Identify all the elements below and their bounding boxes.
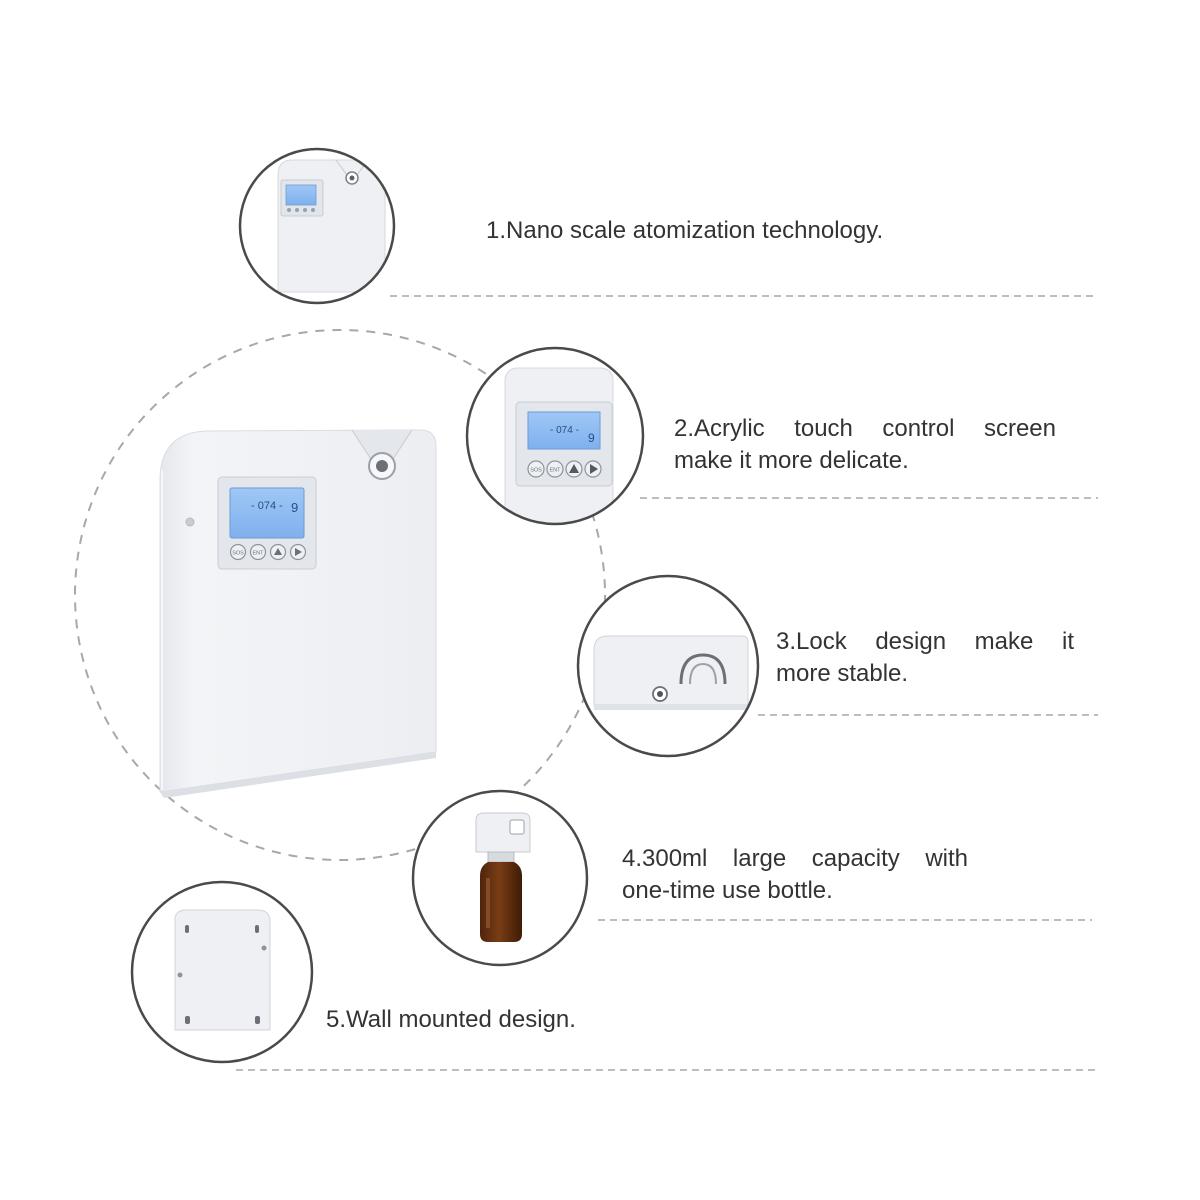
lock-handle-icon [679,653,727,685]
feature-1-line-1: 1.Nano scale atomization technology. [486,217,884,244]
feature-3-line-2: more stable. [776,660,909,687]
sos-label: SOS [232,551,244,557]
lcd-screen [229,487,305,539]
up-triangle-icon [274,548,282,555]
feature-1-thumbnail [238,147,396,305]
separator-lines [236,295,1098,1071]
diffuser-product-main: - 074 - 9 SOS ENT [159,429,437,798]
feature-4-thumbnail [411,789,589,967]
feature-4-text: 4.300ml large capacity with one-time use… [622,843,968,907]
feature-1-text: 1.Nano scale atomization technology. [486,215,883,247]
nozzle-icon [351,429,413,480]
feature-5-thumbnail [130,880,314,1064]
lcd-mini-digit: 9 [588,431,595,445]
feature-2-text: 2.Acrylic touch control screen make it m… [674,413,1056,477]
feature-5-line-1: 5.Wall mounted design. [326,1006,576,1033]
feature-3-line-1: 3.Lock design make it [776,628,1074,655]
feature-2-line-1: 2.Acrylic touch control screen [674,415,1056,442]
lcd-digit: 9 [291,500,298,515]
feature-4-line-2: one-time use bottle. [622,877,833,904]
feature-5-text: 5.Wall mounted design. [326,1004,576,1036]
sos-label: SOS [530,468,542,474]
dashed-orbit-ring [74,329,606,861]
feature-3-text: 3.Lock design make it more stable. [776,626,1074,690]
enter-label: ENT [253,551,265,557]
lcd-mini-reading: - 074 - [550,425,579,436]
feature-4-line-1: 4.300ml large capacity with [622,845,968,872]
lcd-reading: - 074 - [251,500,283,512]
feature-2-thumbnail: - 074 - 9 SOS ENT [465,346,645,526]
feature-2-line-2: make it more delicate. [674,447,909,474]
right-triangle-icon [295,548,302,556]
amber-bottle-icon [480,862,522,942]
feature-3-thumbnail [576,574,760,758]
enter-label: ENT [550,468,562,474]
